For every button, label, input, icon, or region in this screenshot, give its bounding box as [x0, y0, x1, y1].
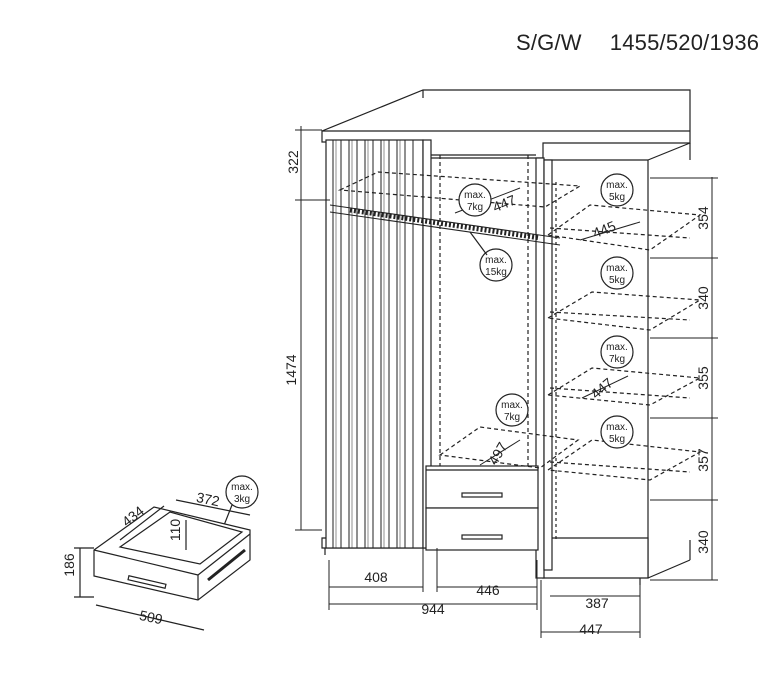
upper-drawer [425, 465, 539, 509]
load-circle-rail [479, 248, 513, 282]
dim-body-height: 1474 [283, 354, 299, 385]
dim-shelf-3: 355 [695, 366, 711, 390]
dim-drawer-height: 186 [61, 553, 77, 577]
load-top-middle: 7kg [467, 202, 483, 213]
lower-drawer [425, 507, 539, 551]
dim-rail-depth: 447 [490, 191, 518, 215]
lower-drawer-handle [461, 534, 503, 540]
right-shelves [546, 204, 703, 481]
load-max-top-middle: max. [464, 190, 486, 201]
load-max-right-3: max. [606, 342, 628, 353]
load-right-2: 5kg [609, 275, 625, 286]
load-middle-shelf: 7kg [504, 412, 520, 423]
load-rail: 15kg [485, 267, 507, 278]
dim-right-top-depth: 445 [590, 217, 618, 241]
middle-shelf [438, 426, 580, 469]
dim-drawer-width: 509 [138, 607, 164, 628]
door-slats [332, 140, 414, 548]
dim-shelf-4: 357 [695, 448, 711, 472]
load-max-middle-shelf: max. [501, 400, 523, 411]
dim-right-width: 387 [585, 595, 609, 611]
load-circle-right-1 [600, 173, 634, 207]
dim-middle-width: 446 [476, 582, 500, 598]
glass-door-edge [543, 159, 553, 571]
dim-left-width: 408 [364, 569, 388, 585]
model-code: S/G/W [516, 30, 582, 55]
load-circle-right-2 [600, 256, 634, 290]
right-top-bevel [647, 142, 691, 161]
overall-dimensions: 1455/520/1936 [609, 30, 760, 55]
dim-drawer-inner-width: 372 [195, 489, 221, 510]
drawer-detail [74, 499, 251, 631]
drawer-handle [127, 575, 167, 589]
wardrobe-drawers [425, 465, 539, 551]
load-callouts [214, 173, 634, 549]
dimension-lines [295, 126, 718, 638]
load-max-drawer: max. [231, 482, 253, 493]
load-circle-drawer [225, 475, 259, 509]
load-right-3: 7kg [609, 354, 625, 365]
dim-depth: 447 [579, 621, 603, 637]
load-max-rail: max. [485, 255, 507, 266]
dim-top-height: 322 [285, 150, 301, 174]
load-right-1: 5kg [609, 192, 625, 203]
load-max-right-1: max. [606, 180, 628, 191]
dim-shelf-5: 340 [695, 530, 711, 554]
dim-total-width: 944 [421, 601, 445, 617]
load-circle-middle-shelf [495, 393, 529, 427]
load-max-right-2: max. [606, 263, 628, 274]
upper-drawer-handle [461, 492, 503, 498]
load-circle-right-4 [600, 415, 634, 449]
drawer-inner [118, 511, 244, 565]
load-max-right-4: max. [606, 422, 628, 433]
product-code-header: S/G/W 1455/520/1936 [516, 30, 759, 56]
dim-right-mid-depth: 447 [588, 374, 616, 401]
wardrobe-body [321, 89, 703, 585]
dim-mid-shelf-depth: 497 [485, 439, 511, 467]
load-circle-top-middle [458, 183, 492, 217]
dim-drawer-inner-height: 110 [167, 519, 183, 542]
load-circle-right-3 [600, 335, 634, 369]
load-drawer: 3kg [234, 494, 250, 505]
plinth-bevel [647, 559, 691, 579]
dim-shelf-2: 340 [695, 286, 711, 310]
hanging-rail [329, 204, 561, 246]
dim-shelf-1: 354 [695, 206, 711, 230]
load-right-4: 5kg [609, 434, 625, 445]
slatted-door [325, 139, 424, 549]
